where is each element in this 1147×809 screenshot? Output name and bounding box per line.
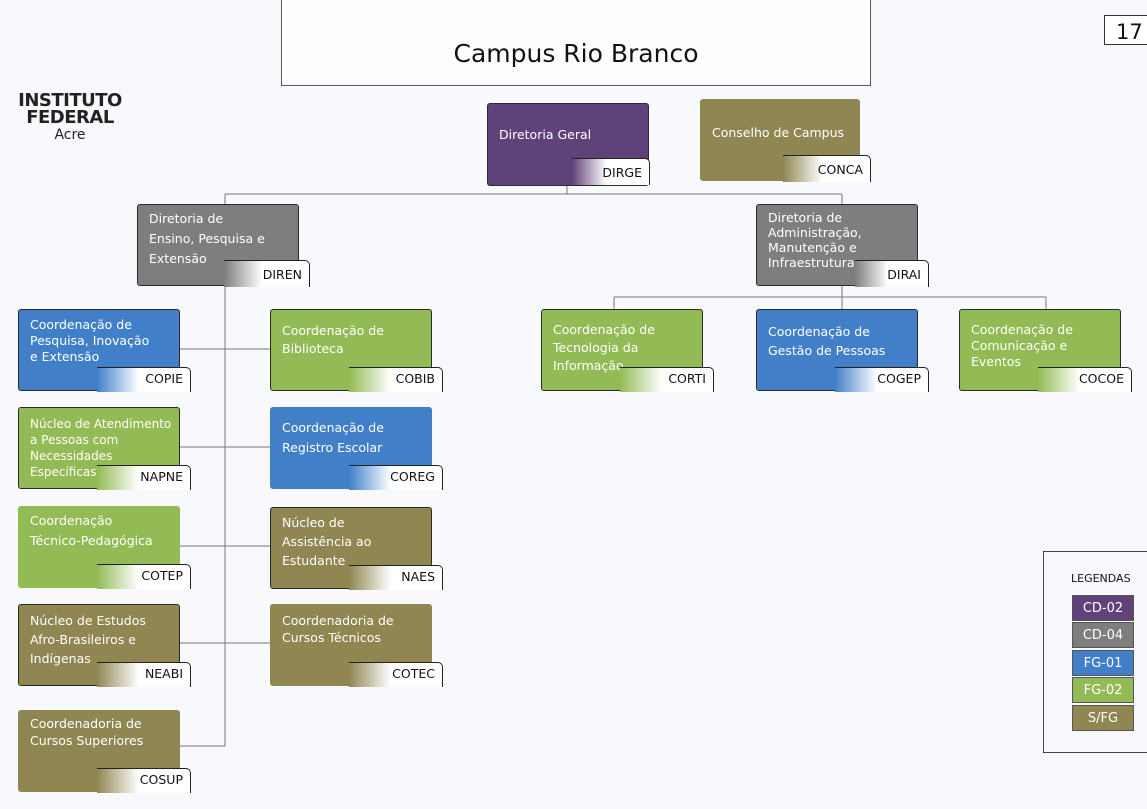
institution-logo: INSTITUTO FEDERAL Acre: [18, 92, 122, 144]
node-copie-label: Coordenação de Pesquisa, Inovação e Exte…: [30, 317, 150, 364]
legend-box: LEGENDAS CD-02 CD-04 FG-01 FG-02 S/FG: [1043, 551, 1147, 753]
node-corti-code: CORTI: [620, 367, 714, 392]
node-cogep-code: COGEP: [835, 367, 929, 392]
page-title: Campus Rio Branco: [453, 39, 699, 68]
node-neabi-label: Núcleo de Estudos Afro-Brasileiros e Ind…: [30, 613, 146, 666]
campus-title-box: Campus Rio Branco: [281, 0, 871, 86]
node-neabi-code: NEABI: [97, 662, 191, 687]
node-napne[interactable]: Núcleo de Atendimento a Pessoas com Nece…: [18, 407, 191, 490]
node-diren-label: Diretoria de Ensino, Pesquisa e Extensão: [149, 211, 265, 266]
legend-item-fg02: FG-02: [1072, 677, 1134, 703]
legend-item-sfg: S/FG: [1072, 705, 1134, 731]
node-cobib[interactable]: Coordenação de Biblioteca COBIB: [270, 309, 443, 392]
legend-item-cd02: CD-02: [1072, 595, 1134, 621]
node-dirge-label: Diretoria Geral: [499, 127, 592, 142]
node-cotep[interactable]: Coordenação Técnico-Pedagógica COTEP: [18, 506, 191, 589]
node-conca-label: Conselho de Campus: [712, 125, 845, 140]
node-coreg[interactable]: Coordenação de Registro Escolar COREG: [270, 407, 443, 490]
node-cogep-label: Coordenação de Gestão de Pessoas: [768, 324, 886, 358]
node-cotep-code: COTEP: [97, 564, 191, 589]
node-cobib-code: COBIB: [349, 367, 443, 392]
node-cosup-label: Coordenadoria de Cursos Superiores: [30, 716, 144, 748]
node-dirge-code: DIRGE: [572, 158, 650, 185]
node-neabi[interactable]: Núcleo de Estudos Afro-Brasileiros e Ind…: [18, 604, 191, 687]
node-dirge[interactable]: Diretoria Geral DIRGE: [487, 103, 650, 186]
node-cotec[interactable]: Coordenadoria de Cursos Técnicos COTEC: [270, 604, 443, 687]
node-cotec-code: COTEC: [349, 662, 443, 687]
node-cocoe-code: COCOE: [1038, 367, 1132, 392]
node-cobib-label: Coordenação de Biblioteca: [282, 323, 384, 356]
node-napne-label: Núcleo de Atendimento a Pessoas com Nece…: [30, 417, 172, 479]
node-naes[interactable]: Núcleo de Assistência ao Estudante NAES: [270, 507, 443, 590]
legend-item-cd04: CD-04: [1072, 622, 1134, 648]
legend-title: LEGENDAS: [1071, 572, 1131, 585]
node-corti[interactable]: Coordenação de Tecnologia da Informação …: [541, 309, 714, 392]
node-dirai[interactable]: Diretoria de Administração, Manutenção e…: [756, 204, 929, 287]
node-coreg-label: Coordenação de Registro Escolar: [282, 420, 384, 455]
node-naes-code: NAES: [349, 565, 443, 590]
node-cocoe-label: Coordenação de Comunicação e Eventos: [971, 322, 1073, 369]
node-naes-label: Núcleo de Assistência ao Estudante: [282, 515, 372, 568]
node-cogep[interactable]: Coordenação de Gestão de Pessoas COGEP: [756, 309, 929, 392]
node-diren-code: DIREN: [224, 260, 310, 287]
node-napne-code: NAPNE: [97, 465, 191, 490]
node-cotep-label: Coordenação Técnico-Pedagógica: [30, 513, 153, 548]
node-dirai-code: DIRAI: [855, 260, 929, 287]
legend-item-fg01: FG-01: [1072, 650, 1134, 676]
node-corti-label: Coordenação de Tecnologia da Informação: [553, 322, 655, 373]
node-cotec-label: Coordenadoria de Cursos Técnicos: [282, 613, 394, 645]
logo-line-1: INSTITUTO: [18, 90, 122, 111]
page-number: 17: [1104, 15, 1147, 45]
node-copie[interactable]: Coordenação de Pesquisa, Inovação e Exte…: [18, 309, 191, 392]
node-coreg-code: COREG: [349, 465, 443, 490]
logo-line-3: Acre: [54, 127, 86, 143]
node-cosup-code: COSUP: [97, 768, 191, 793]
node-copie-code: COPIE: [97, 367, 191, 392]
node-diren[interactable]: Diretoria de Ensino, Pesquisa e Extensão…: [137, 204, 310, 287]
node-conca[interactable]: Conselho de Campus CONCA: [700, 99, 871, 182]
node-cocoe[interactable]: Coordenação de Comunicação e Eventos COC…: [959, 309, 1132, 392]
logo-line-2: FEDERAL: [26, 107, 114, 128]
node-dirai-label: Diretoria de Administração, Manutenção e…: [768, 210, 862, 270]
node-conca-code: CONCA: [783, 155, 871, 182]
node-cosup[interactable]: Coordenadoria de Cursos Superiores COSUP: [18, 710, 191, 793]
